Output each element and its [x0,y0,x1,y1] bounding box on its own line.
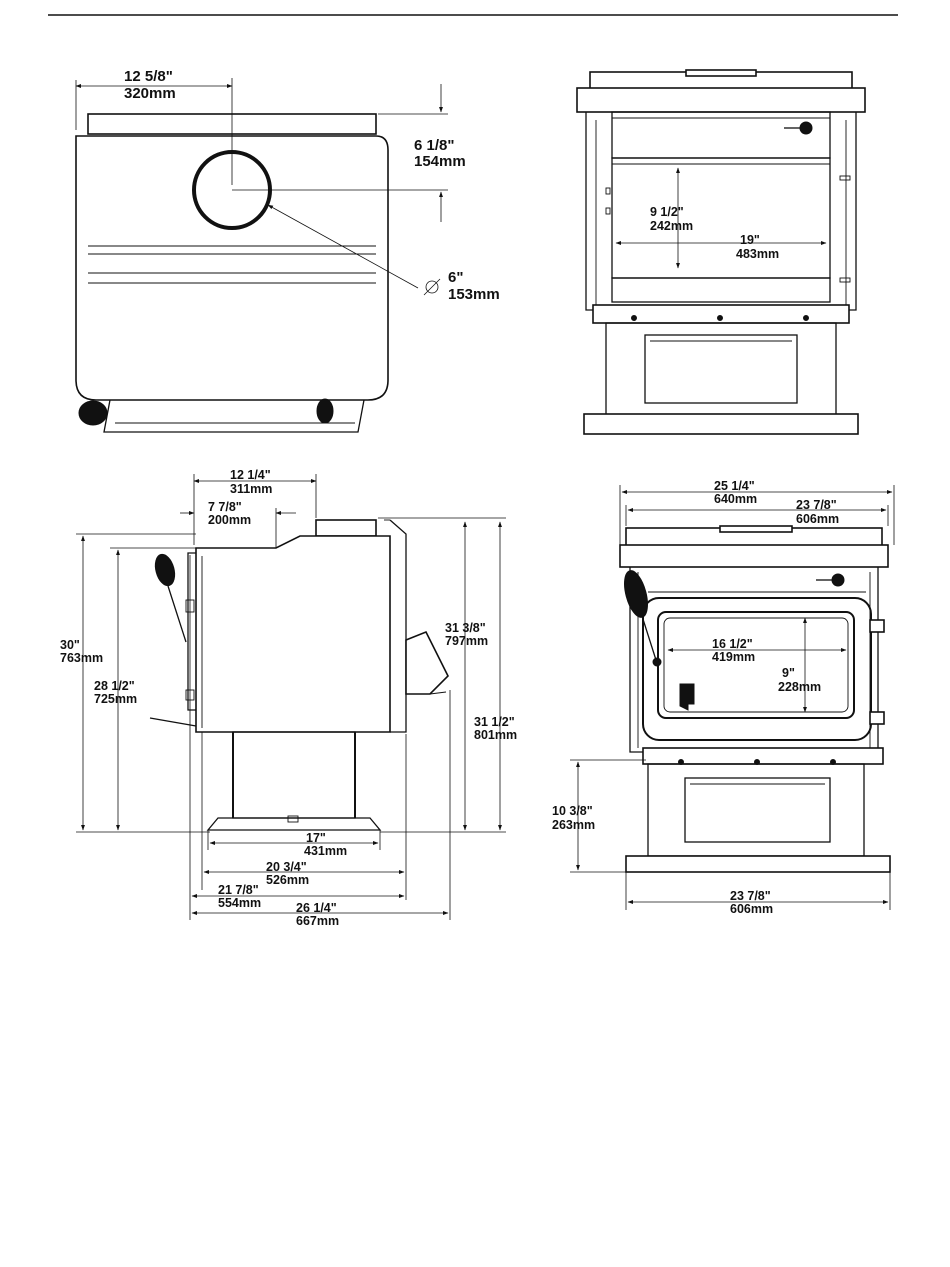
flue-center-mm-label: 311mm [230,482,272,496]
glass-height-in-label: 9" [782,666,795,680]
depth-2-mm-label: 554mm [218,896,261,910]
overall-width-in-label: 25 1/4" [714,479,755,493]
door-handle-knob [152,552,178,588]
base-width-in-label: 23 7/8" [730,889,771,903]
flue-offset-mm-label: 320mm [124,85,176,102]
overall-height-in-label: 30" [60,638,80,652]
depth-3-mm-label: 667mm [296,914,339,928]
flue-depth-mm-label: 154mm [414,153,466,170]
overall-width-mm-label: 640mm [714,492,757,506]
depth-1-mm-label: 526mm [266,873,309,887]
front-open-view [577,70,865,434]
base-width-mm-label: 606mm [730,902,773,916]
top-width-in-label: 23 7/8" [796,498,837,512]
firebox-height-mm-label: 242mm [650,219,693,233]
flue-diameter-mm-label: 153mm [448,286,500,303]
flue-top-height-in-label: 31 3/8" [445,621,486,635]
rear-height-mm-label: 801mm [474,728,517,742]
leg-width-in-label: 17" [306,831,326,845]
top-width-mm-label: 606mm [796,512,839,526]
firebox-width-in-label: 19" [740,233,760,247]
depth-3-in-label: 26 1/4" [296,901,337,915]
side-view [76,474,506,920]
top-front-in-label: 7 7/8" [208,500,242,514]
top-front-mm-label: 200mm [208,513,251,527]
top-view [76,78,448,432]
firebox-height-in-label: 9 1/2" [650,205,684,219]
left-wheel [79,401,107,425]
flue-top-height-mm-label: 797mm [445,634,488,648]
right-wheel [317,399,333,423]
firebox-width-mm-label: 483mm [736,247,779,261]
rear-height-in-label: 31 1/2" [474,715,515,729]
body-height-mm-label: 725mm [94,692,137,706]
glass-width-mm-label: 419mm [712,650,755,664]
glass-height-mm-label: 228mm [778,680,821,694]
pedestal-height-mm-label: 263mm [552,818,595,832]
door-handle-knob [620,568,652,620]
front-view [570,485,894,910]
pedestal-height-in-label: 10 3/8" [552,804,593,818]
depth-1-in-label: 20 3/4" [266,860,307,874]
glass-width-in-label: 16 1/2" [712,637,753,651]
depth-2-in-label: 21 7/8" [218,883,259,897]
leg-width-mm-label: 431mm [304,844,347,858]
body-height-in-label: 28 1/2" [94,679,135,693]
overall-height-mm-label: 763mm [60,651,103,665]
flue-diameter-in-label: 6" [448,269,463,286]
flue-depth-in-label: 6 1/8" [414,137,454,154]
flue-center-in-label: 12 1/4" [230,468,271,482]
flue-offset-in-label: 12 5/8" [124,68,173,85]
